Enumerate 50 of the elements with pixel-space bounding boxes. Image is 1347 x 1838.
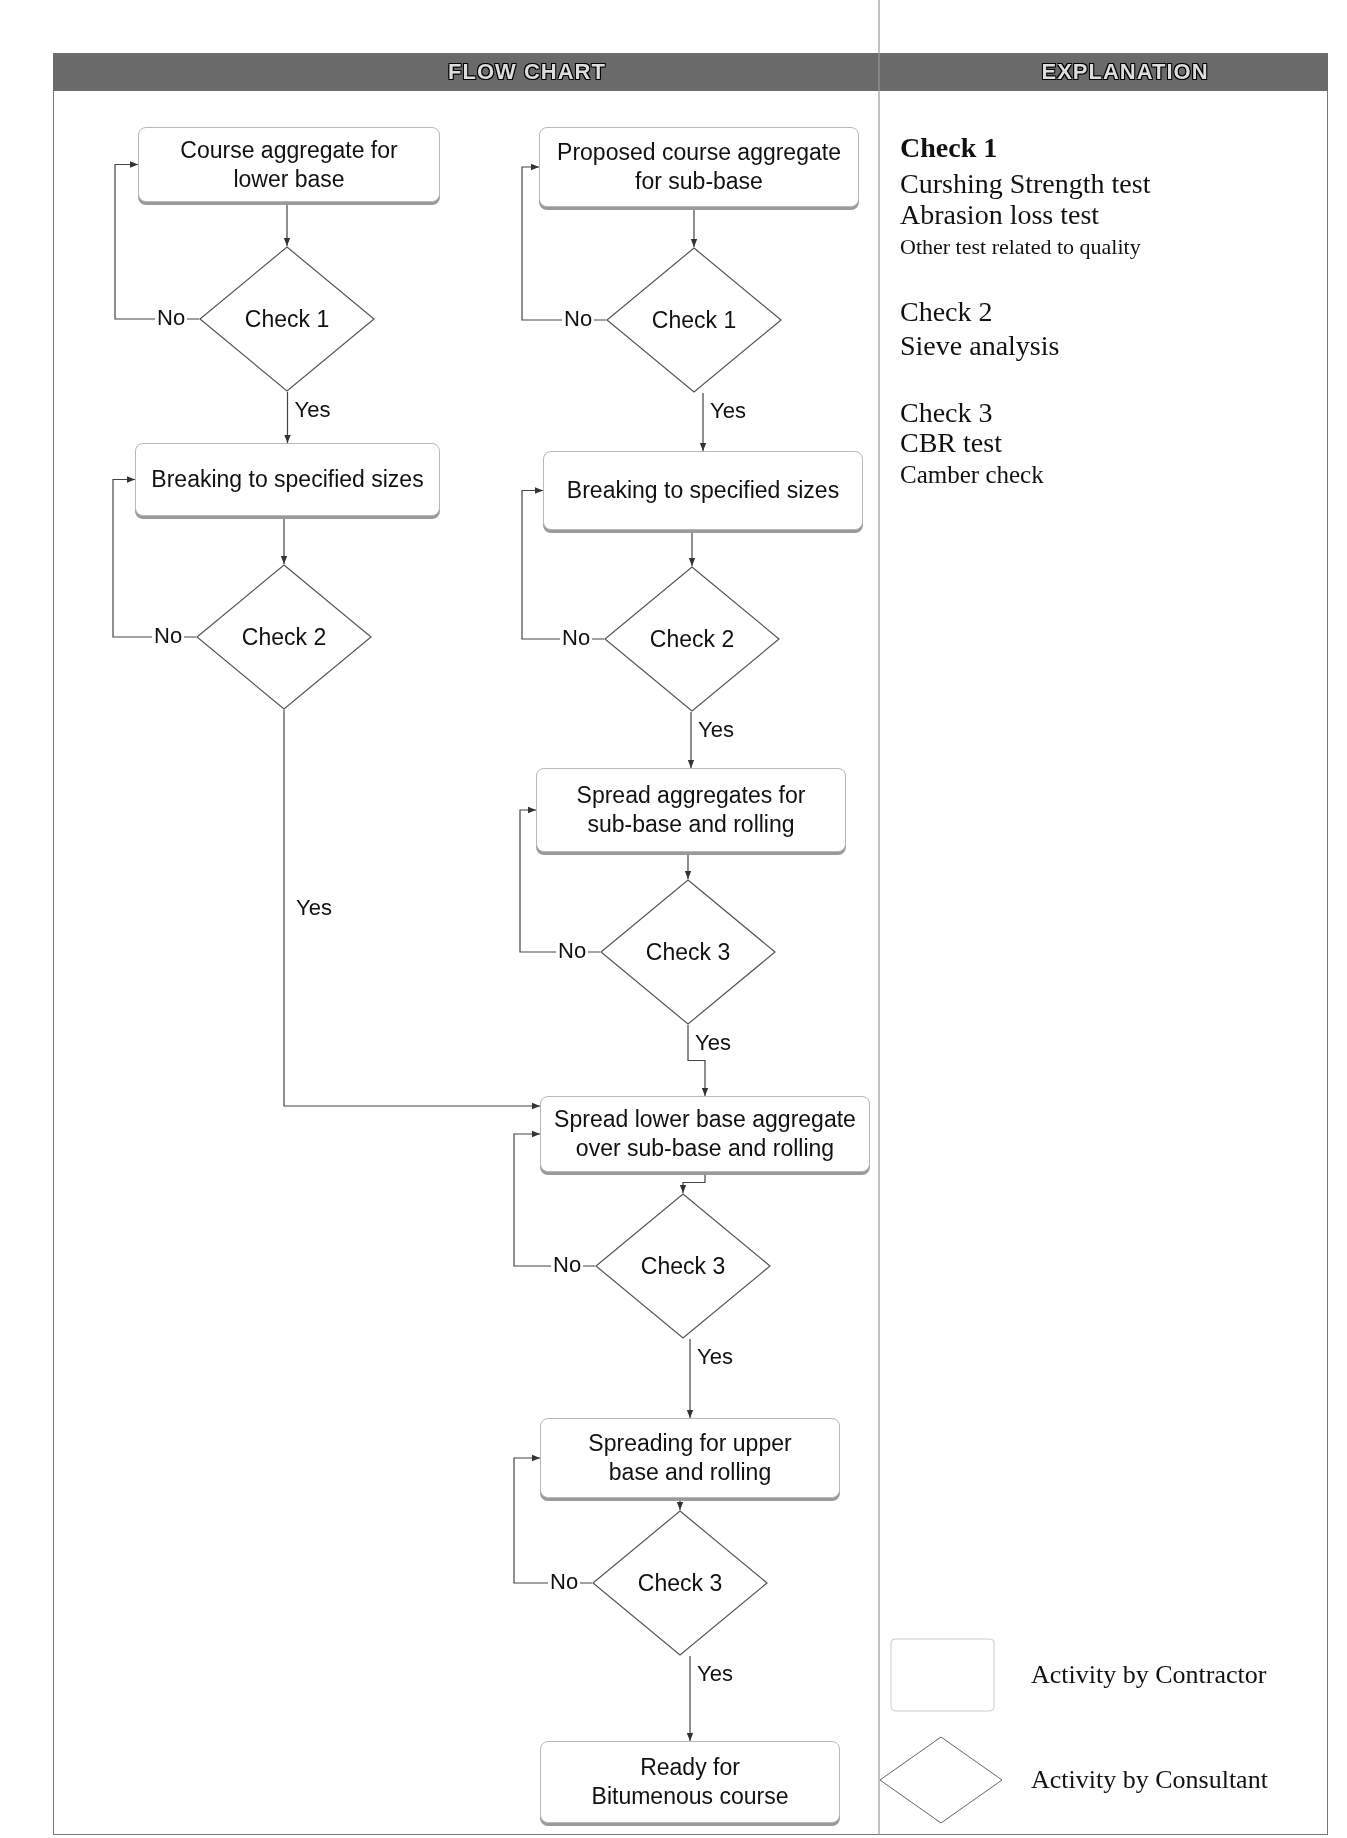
node-label: Spread aggregates for sub-base and rolling <box>575 781 807 839</box>
explanation-text: Check 3 <box>900 398 993 429</box>
decision-diamond <box>600 879 776 1025</box>
decision-diamond <box>196 564 372 710</box>
node-label: Ready for Bitumenous course <box>590 1753 790 1811</box>
legend-text: Activity by Contractor <box>1031 1661 1267 1690</box>
node-label: Spread lower base aggregate over sub-base and rolling <box>553 1105 857 1163</box>
process-box <box>540 1418 840 1498</box>
arrow <box>284 391 291 444</box>
node-label: Course aggregate for lower base <box>179 135 399 194</box>
process-box <box>138 127 440 202</box>
arrow <box>699 392 707 452</box>
explanation-text: Abrasion loss test <box>900 200 1100 231</box>
node-label: Breaking to specified sizes <box>150 465 425 494</box>
process-box <box>536 768 846 852</box>
node-label: Check 1 <box>243 304 331 334</box>
node-label: Breaking to specified sizes <box>565 476 841 505</box>
decision-diamond <box>199 246 375 392</box>
explanation-text: Camber check <box>900 461 1044 489</box>
decision-diamond <box>595 1193 771 1339</box>
explanation-text: CBR test <box>900 428 1002 459</box>
process-box <box>540 1096 870 1172</box>
explanation-text: Sieve analysis <box>900 331 1060 362</box>
node-label: Check 3 <box>644 937 732 967</box>
explanation-text: Other test related to quality <box>900 235 1141 260</box>
arrow <box>687 1024 709 1097</box>
arrow <box>686 1655 694 1742</box>
decision-diamond <box>604 566 780 712</box>
node-label: Check 3 <box>639 1251 727 1281</box>
column-heading: FLOW CHART <box>448 59 606 85</box>
legend-text: Activity by Consultant <box>1031 1766 1268 1795</box>
process-box <box>539 127 859 207</box>
arrow <box>687 711 695 769</box>
decision-diamond <box>592 1510 768 1656</box>
arrow <box>686 1338 694 1419</box>
node-label: Spreading for upper base and rolling <box>587 1429 793 1487</box>
explanation-text: Check 2 <box>900 297 993 328</box>
decision-diamond <box>606 247 782 393</box>
node-label: Check 3 <box>636 1568 724 1598</box>
process-box <box>540 1741 840 1823</box>
process-box <box>135 443 440 516</box>
arrow <box>283 709 541 1110</box>
explanation-text: Curshing Strength test <box>900 169 1151 200</box>
node-label: Check 2 <box>648 624 736 654</box>
explanation-text: Check 1 <box>900 133 998 164</box>
node-label: Proposed course aggregate for sub-base <box>556 138 842 196</box>
node-label: Check 1 <box>650 305 738 335</box>
node-label: Check 2 <box>240 622 328 652</box>
process-box <box>543 451 863 530</box>
column-heading: EXPLANATION <box>1041 59 1209 85</box>
